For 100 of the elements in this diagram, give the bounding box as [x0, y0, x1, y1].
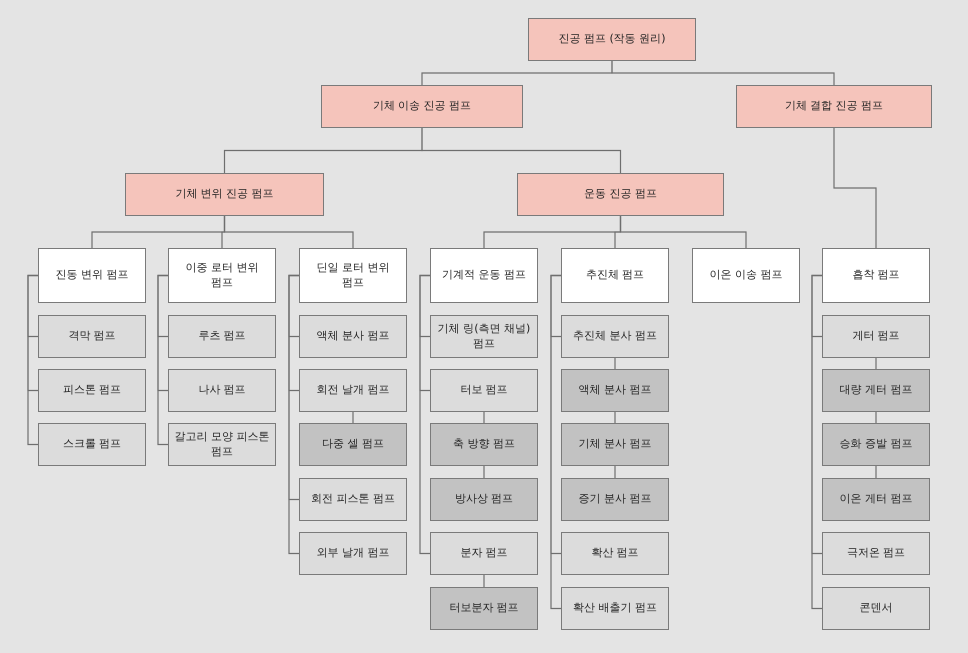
node-label: 콘덴서 — [860, 601, 892, 616]
connector-line — [875, 358, 877, 369]
node-label: 루츠 펌프 — [198, 329, 246, 344]
node-label: 터보분자 펌프 — [449, 601, 519, 616]
connector-line — [288, 274, 299, 554]
connector-line — [483, 575, 485, 587]
pump-type-box — [430, 532, 538, 575]
node-label: 추진체 펌프 — [586, 268, 644, 283]
node-label: 분자 펌프 — [460, 546, 508, 561]
pump-type-box — [430, 423, 538, 466]
pump-type-box — [561, 587, 669, 630]
pump-type-box — [38, 315, 146, 358]
pump-type-box — [430, 315, 538, 358]
pump-type-box — [168, 369, 276, 412]
category-box — [692, 248, 800, 303]
connector-line — [614, 466, 616, 478]
node-label: 격막 펌프 — [68, 329, 116, 344]
connector-line — [157, 274, 168, 446]
node-label: 극저온 펌프 — [846, 546, 906, 561]
pump-type-box — [561, 423, 669, 466]
node-label: 축 방향 펌프 — [453, 437, 515, 452]
connector-line — [483, 466, 485, 478]
connector-line — [611, 61, 835, 85]
node-label: 추진체 분사 펌프 — [573, 329, 657, 344]
node-label: 이중 로터 변위 펌프 — [184, 261, 260, 290]
connector-line — [614, 358, 616, 369]
node-label: 갈고리 모양 피스톤 펌프 — [174, 430, 270, 459]
category-box — [528, 18, 696, 61]
node-label: 게터 펌프 — [852, 329, 900, 344]
category-box — [430, 248, 538, 303]
connector-line — [419, 274, 430, 554]
node-label: 방사상 펌프 — [454, 492, 514, 507]
pump-type-box — [561, 532, 669, 575]
node-label: 진동 변위 펌프 — [56, 268, 128, 283]
category-box — [561, 248, 669, 303]
node-label: 스크롤 펌프 — [62, 437, 122, 452]
node-label: 기체 이송 진공 펌프 — [372, 99, 472, 114]
pump-type-box — [430, 587, 538, 630]
connector-line — [352, 412, 354, 423]
node-label: 기체 분사 펌프 — [578, 437, 652, 452]
node-label: 이온 게터 펌프 — [840, 492, 912, 507]
node-label: 증기 분사 펌프 — [578, 492, 652, 507]
category-box — [822, 248, 930, 303]
node-label: 나사 펌프 — [198, 383, 246, 398]
pump-type-box — [561, 315, 669, 358]
node-label: 이온 이송 펌프 — [710, 268, 782, 283]
node-label: 다중 셀 펌프 — [322, 437, 384, 452]
node-label: 승화 증발 펌프 — [840, 437, 912, 452]
node-label: 흡착 펌프 — [852, 268, 900, 283]
connector-line — [811, 274, 822, 610]
category-box — [517, 173, 724, 216]
pump-type-box — [822, 532, 930, 575]
node-label: 기체 변위 진공 펌프 — [175, 187, 274, 202]
pump-type-box — [561, 369, 669, 412]
pump-type-box — [299, 532, 407, 575]
pump-type-box — [38, 369, 146, 412]
pump-type-box — [822, 587, 930, 630]
pump-type-box — [299, 478, 407, 521]
node-label: 액체 분사 펌프 — [316, 329, 390, 344]
node-label: 확산 펌프 — [591, 546, 639, 561]
category-box — [38, 248, 146, 303]
connector-line — [224, 216, 354, 248]
node-label: 외부 날개 펌프 — [316, 546, 390, 561]
pump-type-box — [822, 423, 930, 466]
node-label: 액체 분사 펌프 — [578, 383, 652, 398]
connector-line — [875, 466, 877, 478]
pump-type-box — [168, 423, 276, 466]
node-label: 확산 배출기 펌프 — [573, 601, 657, 616]
connector-line — [483, 412, 485, 423]
node-label: 대량 게터 펌프 — [840, 383, 912, 398]
node-label: 회전 날개 펌프 — [316, 383, 390, 398]
category-box — [299, 248, 407, 303]
node-label: 운동 진공 펌프 — [584, 187, 657, 202]
pump-type-box — [430, 369, 538, 412]
category-box — [125, 173, 324, 216]
connector-line — [620, 216, 747, 248]
node-label: 피스톤 펌프 — [62, 383, 122, 398]
pump-type-box — [822, 369, 930, 412]
category-box — [736, 85, 932, 128]
connector-line — [875, 412, 877, 423]
connector-line — [550, 274, 561, 610]
connector-line — [27, 274, 38, 446]
pump-type-box — [299, 315, 407, 358]
node-label: 터보 펌프 — [460, 383, 508, 398]
pump-type-box — [38, 423, 146, 466]
pump-type-box — [168, 315, 276, 358]
pump-type-box — [430, 478, 538, 521]
node-label: 회전 피스톤 펌프 — [311, 492, 395, 507]
node-label: 딘일 로터 변위 펌프 — [316, 261, 390, 290]
connector-line — [833, 128, 877, 248]
pump-type-box — [299, 423, 407, 466]
node-label: 기체 결합 진공 펌프 — [784, 99, 884, 114]
pump-type-box — [822, 478, 930, 521]
node-label: 기체 링(측면 채널) 펌프 — [436, 322, 532, 351]
node-label: 기계적 운동 펌프 — [442, 268, 526, 283]
connector-line — [421, 128, 622, 173]
node-label: 진공 펌프 (작동 원리) — [558, 32, 666, 47]
pump-type-box — [561, 478, 669, 521]
category-box — [321, 85, 523, 128]
pump-type-box — [299, 369, 407, 412]
